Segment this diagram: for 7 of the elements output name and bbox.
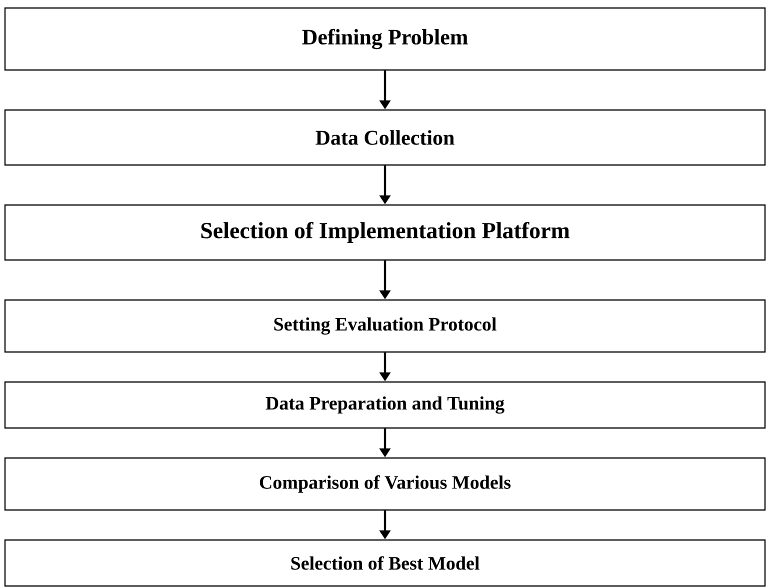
process-box: Selection of Implementation Platform <box>4 204 766 261</box>
process-box: Setting Evaluation Protocol <box>4 299 766 353</box>
process-box: Defining Problem <box>4 7 766 71</box>
process-box: Data Preparation and Tuning <box>4 381 766 429</box>
process-box: Data Collection <box>4 109 766 166</box>
process-box: Comparison of Various Models <box>4 457 766 511</box>
process-box: Selection of Best Model <box>4 539 766 587</box>
